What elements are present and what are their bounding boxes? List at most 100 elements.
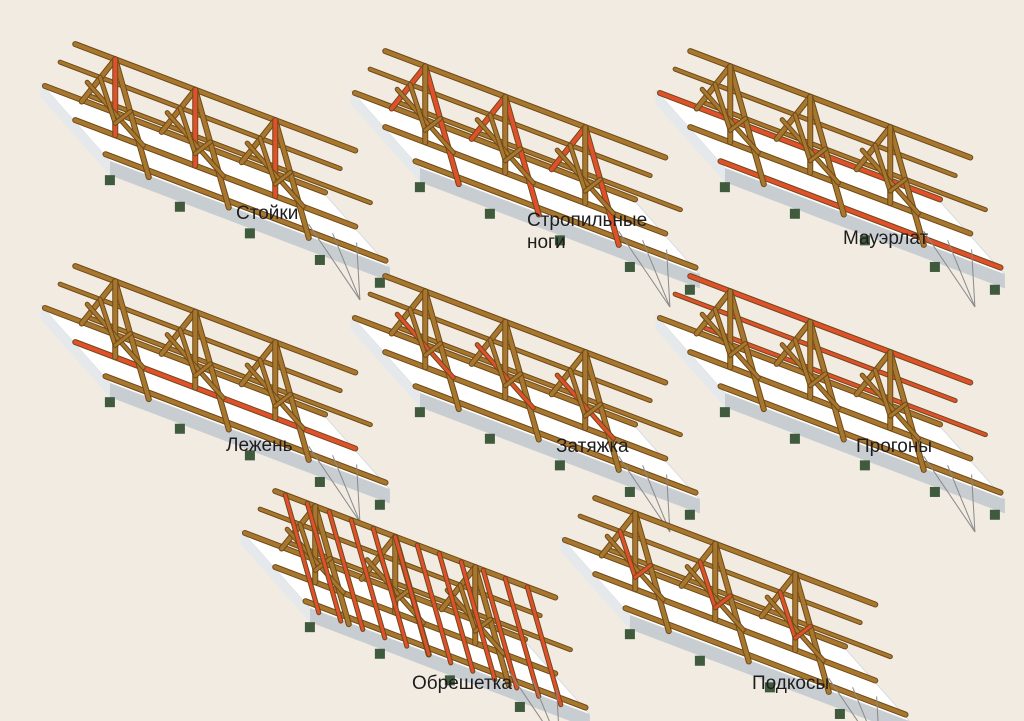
foundation-block	[304, 622, 315, 633]
foundation-block	[174, 423, 185, 434]
rafter-front	[113, 57, 151, 180]
brace-front	[423, 341, 442, 357]
rafter-front	[273, 340, 311, 462]
brace-back	[698, 560, 717, 610]
tie	[860, 373, 920, 440]
wall-end	[655, 315, 725, 408]
foundation-block	[834, 708, 845, 719]
side-purlin-front	[398, 101, 682, 212]
foundation-block	[929, 261, 940, 272]
tie	[475, 343, 535, 410]
wall-side	[419, 393, 700, 514]
brace-front	[808, 372, 827, 388]
batten	[327, 510, 365, 631]
batten	[283, 493, 321, 615]
tie	[165, 333, 225, 400]
foundation-block	[554, 460, 565, 471]
leader-line	[666, 249, 671, 307]
diagram-mauerlat	[650, 25, 1006, 308]
brace-back	[873, 368, 892, 418]
ridge-purlin	[73, 264, 358, 375]
leader-line	[618, 455, 671, 533]
leader-line	[532, 680, 550, 721]
leader-line	[642, 240, 671, 308]
leader-line	[332, 455, 361, 523]
diagram-lezhen	[35, 240, 391, 523]
brace-front	[113, 109, 132, 125]
foundation-block	[989, 509, 1000, 520]
rafter-front	[273, 118, 311, 240]
brace-front	[473, 617, 492, 633]
foundation-block	[624, 486, 635, 497]
tie	[605, 534, 665, 602]
leader-line	[923, 230, 976, 308]
batten	[349, 518, 387, 640]
ridge-purlin	[383, 49, 668, 160]
sill-beam	[593, 572, 878, 683]
wall-end	[560, 537, 630, 630]
side-purlin-front	[703, 101, 987, 212]
leader-line	[508, 670, 543, 721]
tie	[165, 111, 225, 178]
diagram-zatyazhka	[345, 250, 701, 533]
brace-back	[408, 82, 427, 132]
brace-back	[258, 358, 277, 408]
brace-front	[888, 402, 907, 418]
batten	[459, 560, 497, 682]
tie	[700, 312, 760, 380]
tie	[555, 373, 615, 440]
brace-back	[778, 590, 797, 640]
wall-plate-front	[413, 384, 698, 495]
foundation-block	[789, 208, 800, 219]
roof-frame-mauerlat	[655, 48, 1006, 308]
leader-line	[356, 464, 361, 522]
foundation-block	[484, 433, 495, 444]
leader-line	[947, 240, 976, 308]
rafter-back	[774, 319, 813, 366]
ridge-purlin	[688, 274, 973, 385]
tie	[700, 87, 760, 155]
rafter-front	[713, 541, 751, 664]
rafter-back	[599, 511, 638, 558]
foundation-block	[374, 277, 385, 288]
wall-plate-front	[103, 152, 388, 263]
tie	[245, 141, 305, 208]
wall-side	[109, 161, 390, 282]
foundation-block	[314, 254, 325, 265]
sill-beam	[383, 350, 668, 461]
label-stoyki: Стойки	[236, 203, 299, 224]
rafter-front	[728, 64, 766, 187]
leader-line	[618, 230, 671, 308]
brace-front	[728, 341, 747, 357]
brace-front	[273, 392, 292, 408]
rafter-front	[888, 125, 926, 247]
rafter-back	[159, 309, 198, 356]
wall-side	[724, 393, 1005, 514]
foundation-block	[374, 648, 385, 659]
batten	[415, 543, 453, 665]
rafter-back	[854, 350, 893, 397]
rafter-back	[239, 118, 278, 165]
tie	[395, 87, 455, 155]
roof-frame-progony	[655, 273, 1006, 533]
foundation-block	[684, 284, 695, 295]
sill-beam	[688, 350, 973, 461]
foundation-block	[989, 284, 1000, 295]
diagram-obreshetka	[235, 465, 591, 721]
brace-front	[393, 587, 412, 603]
wall-end	[350, 315, 420, 408]
label-stropilnye: Стропильные ноги	[527, 210, 648, 253]
foundation-block	[374, 499, 385, 510]
leader-line	[923, 455, 976, 533]
sill-beam	[73, 340, 358, 451]
rafter-front	[473, 565, 511, 687]
tie	[860, 148, 920, 215]
label-progony: Прогоны	[856, 436, 933, 457]
batten	[437, 551, 475, 673]
leader-line	[828, 677, 859, 721]
rafter-back	[469, 94, 508, 141]
foundation-block	[624, 261, 635, 272]
sill-beam	[383, 125, 668, 236]
side-purlin-front	[398, 326, 682, 437]
rafter-back	[439, 565, 478, 612]
